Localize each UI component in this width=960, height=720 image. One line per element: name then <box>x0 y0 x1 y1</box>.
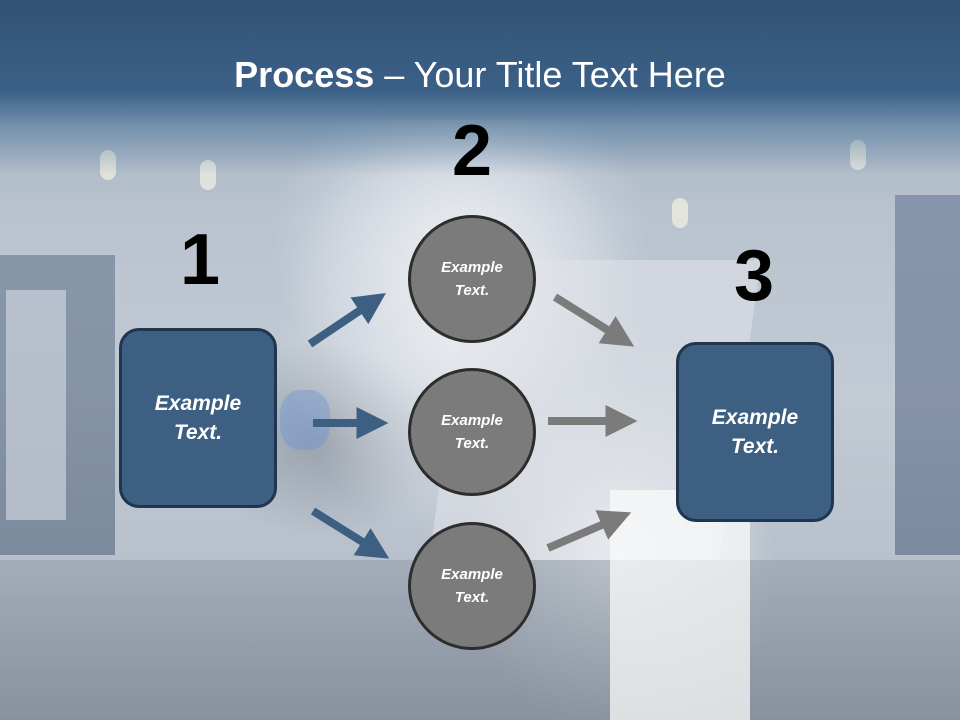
circle-middle-text: Example Text. <box>441 412 503 452</box>
arrow-box1-to-top <box>307 292 386 348</box>
arrow-bottom-to-box3 <box>546 510 632 552</box>
title-band <box>0 0 960 175</box>
arrow-top-to-box3 <box>552 293 635 347</box>
step-number-1: 1 <box>179 220 221 300</box>
bg-ceiling-light <box>672 198 688 228</box>
step-3-box-text: Example Text. <box>711 406 799 458</box>
step-number-3: 3 <box>733 236 775 316</box>
circle-top-text: Example Text. <box>441 259 503 299</box>
circle-bottom-text: Example Text. <box>441 566 503 606</box>
title-bold: Process <box>234 54 375 95</box>
bg-sign-panel-right <box>895 195 960 555</box>
bg-sign-panel-left-inner <box>6 290 66 520</box>
title-rest: – Your Title Text Here <box>374 54 726 95</box>
bg-paper-roll <box>610 490 750 720</box>
step-2-circle-bottom: Example Text. <box>408 522 536 650</box>
step-1-box-text: Example Text. <box>154 392 242 444</box>
step-3-box: Example Text. <box>676 342 834 522</box>
step-2-circle-middle: Example Text. <box>408 368 536 496</box>
step-2-circle-top: Example Text. <box>408 215 536 343</box>
arrow-box1-to-bottom <box>310 507 390 559</box>
step-1-box: Example Text. <box>119 328 277 508</box>
slide-title: Process – Your Title Text Here <box>0 52 960 98</box>
step-number-2: 2 <box>451 111 493 191</box>
